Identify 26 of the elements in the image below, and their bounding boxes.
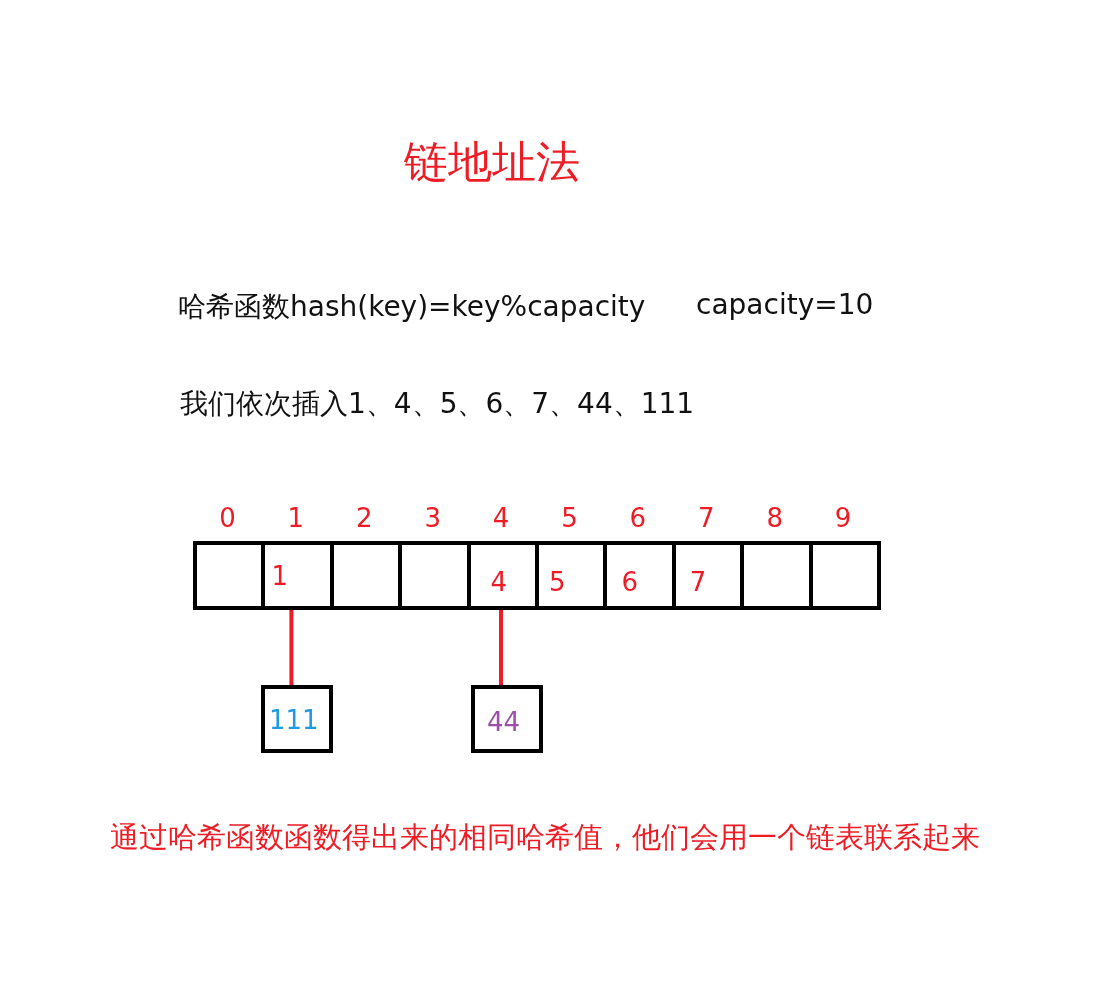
connector-line	[499, 610, 503, 685]
cell-value: 4	[490, 567, 508, 597]
connector-line	[289, 610, 294, 685]
list-node-box	[471, 685, 543, 753]
index-label: 1	[287, 503, 305, 533]
formula-text: 哈希函数hash(key)=key%capacity	[178, 289, 646, 325]
index-label: 0	[219, 503, 236, 533]
index-label: 7	[698, 503, 715, 533]
index-label: 8	[766, 503, 783, 533]
index-label: 9	[834, 503, 852, 533]
cell-value: 111	[269, 705, 319, 735]
caption: 通过哈希函数函数得出来的相同哈希值，他们会用一个链表联系起来	[110, 819, 980, 856]
cell-value: 1	[271, 561, 288, 591]
index-label: 2	[356, 503, 373, 533]
cell-value: 44	[487, 707, 521, 737]
index-label: 4	[492, 503, 510, 533]
cell-value: 6	[621, 567, 638, 597]
index-label: 3	[424, 503, 441, 533]
list-node-box	[261, 685, 333, 753]
index-label: 6	[629, 503, 647, 533]
title: 链地址法	[404, 135, 580, 189]
note-text: 我们依次插入1、4、5、6、7、44、111	[180, 386, 695, 422]
index-label: 5	[561, 503, 578, 533]
cell-value: 7	[689, 567, 707, 597]
cell-value: 5	[549, 567, 566, 597]
formula-text: capacity=10	[696, 288, 874, 321]
